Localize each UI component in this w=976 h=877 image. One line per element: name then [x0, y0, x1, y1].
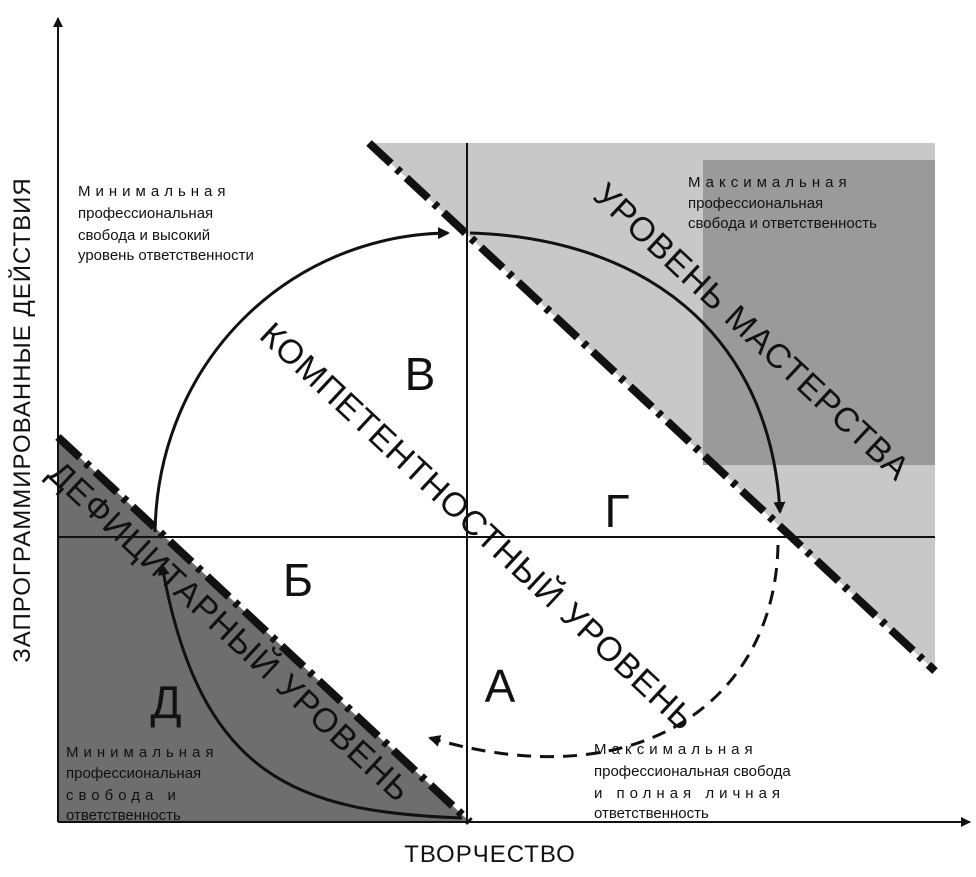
- arrow-g-to-a: [428, 544, 780, 759]
- quadrant-label-b: Б: [283, 554, 313, 606]
- note-bottom-right-line-2: профессиональная свобода: [594, 763, 791, 780]
- deficit-boundary-line: [55, 434, 473, 825]
- note-bottom-right-line-1: Максимальная: [594, 741, 758, 758]
- note-top-right-line-1: Максимальная: [688, 174, 852, 191]
- note-top-left-line-2: профессиональная: [78, 205, 213, 222]
- note-bottom-right: Максимальная профессиональная свобода и …: [594, 741, 791, 822]
- note-top-left-line-4: уровень ответственности: [78, 247, 254, 264]
- note-top-left: Минимальная профессиональная свобода и в…: [78, 183, 254, 264]
- note-top-right: Максимальная профессиональная свобода и …: [688, 174, 877, 232]
- note-bottom-left-line-2: профессиональная: [66, 765, 201, 782]
- x-axis-title: ТВОРЧЕСТВО: [404, 841, 576, 868]
- quadrant-label-v: В: [405, 348, 436, 400]
- mastery-boundary-line: [366, 140, 938, 674]
- note-bottom-left-line-4: ответственность: [66, 807, 181, 824]
- note-bottom-right-line-3: и полная личная: [594, 785, 785, 802]
- arrow-b-to-v: [153, 227, 450, 533]
- note-top-left-line-1: Минимальная: [78, 183, 231, 200]
- quadrant-label-g: Г: [605, 485, 630, 537]
- note-bottom-left-line-1: Минимальная: [66, 744, 219, 761]
- note-bottom-left: Минимальная профессиональная свобода и о…: [66, 744, 219, 824]
- note-top-left-line-3: свобода и высокий: [78, 227, 210, 244]
- arrow-d-to-b: [157, 563, 463, 820]
- arrow-v-to-g: [469, 231, 786, 514]
- note-top-right-line-3: свобода и ответственность: [688, 215, 877, 232]
- note-bottom-left-line-3: свобода и: [66, 787, 181, 804]
- note-top-right-line-2: профессиональная: [688, 195, 823, 212]
- mastery-inner-zone: [703, 160, 935, 465]
- quadrant-label-a: А: [485, 660, 516, 712]
- note-bottom-right-line-4: ответственность: [594, 805, 709, 822]
- y-axis-title: ЗАПРОГРАММИРОВАННЫЕ ДЕЙСТВИЯ: [8, 177, 36, 663]
- quadrant-label-d: Д: [150, 676, 181, 728]
